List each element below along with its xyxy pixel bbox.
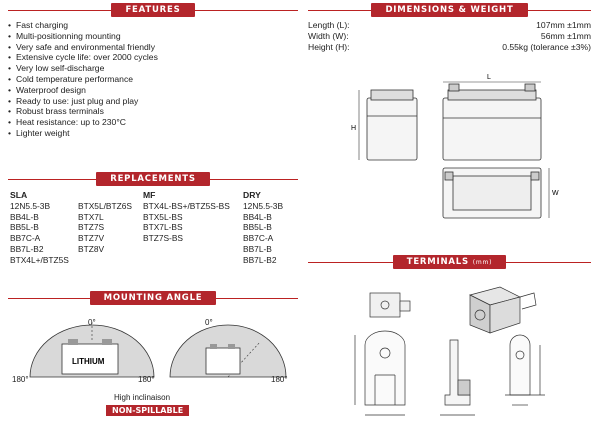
replacement-item: BB7C-A [243, 233, 274, 244]
dimensions-header: DIMENSIONS & WEIGHT [308, 3, 591, 17]
terminals-title: TERMINALS (mm) [392, 255, 507, 269]
feature-item: Robust brass terminals [8, 106, 298, 117]
replacement-item: BB7L-B2 [10, 243, 44, 254]
dimensions-title: DIMENSIONS & WEIGHT [371, 3, 528, 17]
replacement-item: BTZ7S-BS [143, 233, 184, 244]
angle-top-right: 0° [205, 318, 213, 327]
features-list: Fast chargingMulti-positionning mounting… [8, 20, 298, 139]
mounting-title: MOUNTING ANGLE [89, 291, 217, 305]
dimension-value: 107mm ±1mm [536, 20, 591, 30]
dimension-row: Width (W): 56mm ±1mm [308, 31, 591, 42]
replacement-item: BB7L-B2 [243, 254, 277, 265]
battery-side-view [366, 89, 418, 161]
feature-item: Cold temperature performance [8, 74, 298, 85]
dimension-label: Length (L): [308, 20, 350, 30]
feature-item: Ready to use: just plug and play [8, 96, 298, 107]
features-header: FEATURES [8, 3, 298, 17]
angle-top-left: 0° [88, 318, 96, 327]
replacement-item: BB7C-A [10, 233, 41, 244]
terminals-header: TERMINALS (mm) [308, 255, 591, 269]
terminal-right-profile [505, 334, 545, 406]
feature-item: Multi-positionning mounting [8, 31, 298, 42]
angle-side-left: 180° [12, 375, 29, 384]
mounting-header: MOUNTING ANGLE [8, 291, 298, 305]
replacement-item: BTX7L [78, 211, 104, 222]
feature-item: Very low self-discharge [8, 63, 298, 74]
replacement-item: BTX5L-BS [143, 211, 183, 222]
width-label: W [552, 190, 559, 197]
replacement-item: BB4L-B [10, 211, 39, 222]
feature-item: Waterproof design [8, 85, 298, 96]
dimension-label: Width (W): [308, 31, 349, 41]
inclination-caption: High inclinaison [114, 393, 171, 402]
replacement-item: 12N5.5-3B [243, 201, 284, 211]
replacements-title: REPLACEMENTS [96, 172, 210, 186]
battery-brand: LITHIUM [72, 357, 105, 366]
terminal-3d [469, 286, 537, 334]
terminal-front-elevation [354, 330, 406, 416]
length-label: L [487, 74, 491, 81]
replacements-header: REPLACEMENTS [8, 172, 298, 186]
replacement-item: BTZ8V [78, 243, 105, 254]
replacement-item: BTZ7V [78, 233, 105, 244]
sla-header: SLA [10, 190, 28, 200]
mf-header: MF [143, 190, 156, 200]
feature-item: Very safe and environmental friendly [8, 42, 298, 53]
angle-side-mid: 180° [138, 375, 155, 384]
dimension-value: 56mm ±1mm [540, 31, 591, 41]
feature-item: Fast charging [8, 20, 298, 31]
replacement-item: BTX4L-BS+/BTZ5S-BS [143, 201, 230, 211]
replacement-item: BB5L-B [10, 222, 39, 233]
dimension-row: Height (H): 0.55kg (tolerance ±3%) [308, 42, 591, 53]
non-spillable-badge: NON-SPILLABLE [106, 405, 190, 416]
features-title: FEATURES [111, 3, 195, 17]
replacement-item: BTX4L+/BTZ5S [10, 254, 69, 265]
terminal-side-section [440, 339, 475, 416]
dimension-row: Length (L): 107mm ±1mm [308, 20, 591, 31]
height-label: H [351, 125, 356, 132]
battery-front-view [442, 83, 542, 161]
angle-side-right: 180° [271, 375, 288, 384]
terminals-drawing [354, 286, 545, 416]
battery-top-view [442, 167, 542, 219]
dry-header: DRY [243, 190, 261, 200]
replacement-item: BB5L-B [243, 222, 272, 233]
replacement-item: 12N5.5-3B [10, 201, 51, 211]
replacement-item: BB4L-B [243, 211, 272, 222]
battery-upright [61, 343, 119, 375]
terminal-sketch-small [369, 292, 411, 318]
dimension-value: 0.55kg (tolerance ±3%) [502, 42, 591, 52]
replacement-item: BTZ7S [78, 222, 105, 233]
replacement-item: BB7L-B [243, 243, 272, 254]
mounting-angle-diagram: LITHIUM [29, 322, 287, 378]
feature-item: Heat resistance: up to 230°C [8, 117, 298, 128]
feature-item: Extensive cycle life: over 2000 cycles [8, 52, 298, 63]
battery-dimension-drawing: H L W [351, 74, 559, 219]
replacement-item: BTX7L-BS [143, 222, 183, 233]
feature-item: Lighter weight [8, 128, 298, 139]
dimension-label: Height (H): [308, 42, 350, 52]
replacement-item: BTX5L/BTZ6S [78, 201, 132, 211]
battery-inclined [205, 347, 241, 375]
